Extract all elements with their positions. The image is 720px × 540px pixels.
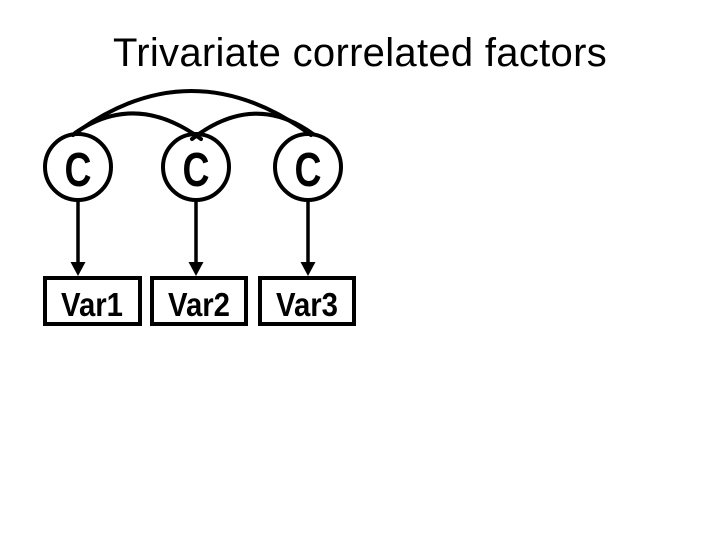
factor-label: C <box>183 144 210 197</box>
loading-arrowhead-icon <box>70 262 86 276</box>
correlation-arc-c2-c3 <box>190 111 315 141</box>
variable-box <box>258 276 356 326</box>
loading-arrowhead-icon <box>300 262 316 276</box>
variable-label: Var2 <box>168 286 230 323</box>
page-title: Trivariate correlated factors <box>112 31 608 75</box>
correlation-arc-c1-c3 <box>71 89 313 137</box>
variable-label: Var3 <box>276 286 338 323</box>
variable-box <box>43 276 142 326</box>
loading-arrowhead-icon <box>188 262 204 276</box>
correlation-arc-c1-c2 <box>73 111 203 141</box>
factor-label: C <box>65 144 92 197</box>
variable-box <box>150 276 248 326</box>
factor-label: C <box>295 144 322 197</box>
variable-label: Var1 <box>61 286 123 323</box>
